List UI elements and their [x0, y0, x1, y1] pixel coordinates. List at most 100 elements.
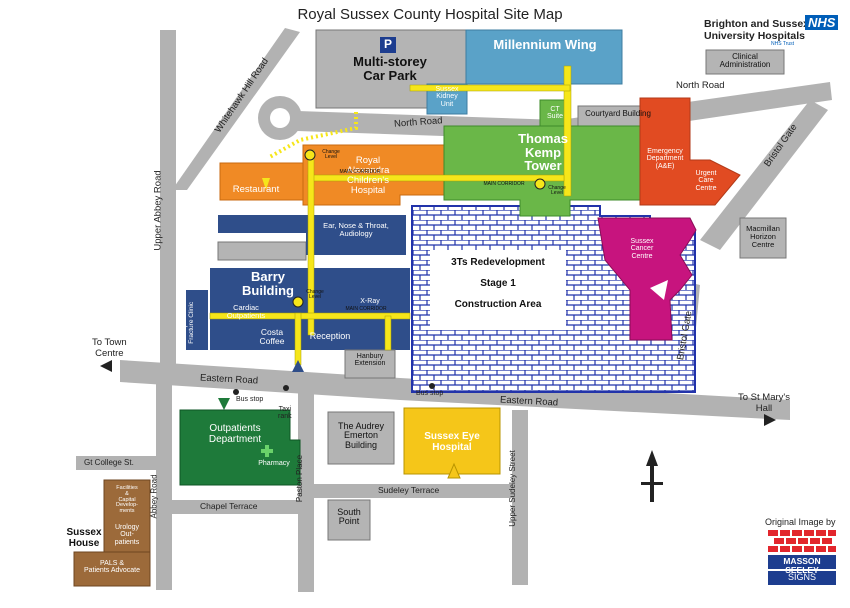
ent-label: Ear, Nose & Throat, Audiology	[323, 221, 389, 238]
parking-sign	[380, 37, 396, 53]
chapel-terrace	[172, 500, 298, 514]
south-point	[327, 499, 371, 541]
corridor-label-1: MAIN CORRIDOR	[339, 169, 381, 175]
costa-label: Costa Coffee	[259, 327, 285, 346]
hanbury-extension	[344, 349, 396, 379]
to-st-marys-label: To St Mary's Hall	[738, 392, 790, 414]
courtyard-label: Courtyard Building	[585, 109, 651, 118]
bristol-gate-road	[700, 100, 828, 250]
north-arrow-icon	[641, 450, 663, 502]
multi-storey-label: Multi-storey Car Park	[353, 54, 427, 83]
masson-seeley-text: MASSON SEELEY	[783, 556, 821, 575]
outpatients-label: Outpatients Department	[208, 423, 262, 445]
corridor-vertical-right	[563, 65, 572, 197]
corridor-label-3: MAIN CORRIDOR	[345, 306, 387, 312]
eye-label: Sussex Eye Hospital	[424, 431, 480, 453]
millennium-label: Millennium Wing	[493, 37, 597, 52]
outpatients-department	[179, 409, 301, 486]
restaurant-label: Restaurant	[232, 184, 280, 195]
nhs-logo: NHS	[805, 15, 839, 30]
emergency-label: Emergency Department (A&E)	[646, 148, 684, 170]
corridor-top	[409, 84, 571, 92]
signs-text: SIGNS	[787, 572, 816, 582]
eye-entrance-arrow	[447, 462, 461, 479]
upper-abbey-label: Upper Abbey Road	[152, 170, 164, 251]
restaurant-building	[219, 162, 304, 201]
change-level-label-1: Change Level	[322, 149, 340, 161]
clinical-admin-label: Clinical Administration	[719, 52, 771, 70]
taxi-rank-label: Taxi rank	[278, 406, 292, 420]
construction-label: 3Ts Redevelopment Stage 1 Construction A…	[451, 257, 545, 310]
corridor-vertical-left	[307, 149, 315, 336]
main-corridors	[209, 65, 572, 366]
sussex-house-label: Sussex House	[66, 527, 102, 549]
north-road-label-1: North Road	[676, 80, 725, 91]
cancer-entrance-arrow	[650, 280, 668, 300]
macmillan-label: Macmillan Horizon Centre	[746, 224, 780, 249]
paston-place	[298, 392, 314, 592]
reception-entrance-arrow	[292, 360, 304, 372]
macmillan-horizon-centre	[739, 217, 787, 259]
change-level-label-3: Change Level	[306, 289, 324, 301]
upper-sudeley-street	[512, 410, 528, 585]
ct-suite-label: CT Suite	[547, 106, 563, 121]
grey-block	[217, 241, 307, 261]
ortho-label: Orthopaedic & Fracture Clinic	[181, 301, 195, 344]
upper-abbey-road	[160, 30, 176, 370]
upper-sudeley-label: Upper Sudeley Street	[507, 450, 517, 527]
barry-label: Barry Building	[242, 269, 294, 298]
page-title: Royal Sussex County Hospital Site Map	[297, 6, 563, 23]
outpatients-entrance-arrow	[218, 398, 230, 410]
royal-alexandra-label: Royal Alexandra Children's Hospital	[346, 155, 390, 196]
urology-label: Urology Out- patients	[114, 524, 140, 546]
corridor-hanbury	[384, 315, 392, 351]
corridor-xray	[209, 312, 411, 320]
pharmacy-label: Pharmacy	[258, 460, 290, 467]
abbey-road	[156, 380, 172, 590]
north-road	[268, 82, 832, 140]
audrey-label: The Audrey Emerton Building	[337, 421, 385, 450]
xray-label: X-Ray	[360, 298, 380, 305]
kidney-label: Sussex Kidney Unit	[435, 86, 459, 108]
clinical-administration	[705, 49, 785, 75]
gt-college-label: Gt College St.	[84, 458, 134, 467]
pharmacy-icon	[261, 445, 273, 457]
pals-label: PALS & Patients Advocate	[83, 560, 141, 575]
pals-block	[73, 551, 151, 587]
change-level-label-2: Change Level	[548, 185, 566, 197]
sussex-cancer-centre	[597, 217, 697, 341]
ortho-clinic	[186, 290, 208, 350]
sudeley-terrace	[314, 484, 512, 498]
to-town-arrow	[100, 360, 112, 372]
nhs-trust-label: NHS Trust	[771, 41, 795, 47]
to-town-label: To Town Centre	[92, 337, 127, 359]
chapel-terrace-label: Chapel Terrace	[200, 501, 258, 511]
dotted-path	[267, 112, 358, 160]
change-level-icons	[292, 149, 546, 308]
cancer-label: Sussex Cancer Centre	[630, 238, 654, 260]
thomas-kemp-label: Thomas Kemp Tower	[518, 131, 568, 174]
urgent-care-label: Urgent Care Centre	[695, 170, 717, 192]
bus-stop-icon	[233, 389, 239, 395]
south-point-label: South Point	[337, 507, 361, 527]
trust-name: Brighton and Sussex University Hospitals	[704, 18, 810, 43]
emergency-department	[639, 97, 741, 206]
facilities-label: Facilities & Capital Develop- ments	[115, 485, 138, 515]
hanbury-label: Hanbury Extension	[354, 353, 386, 368]
gt-college-st	[76, 456, 158, 470]
bus-stop-icon-2	[429, 383, 435, 389]
bus-stop-label-2: Bus stop	[416, 390, 444, 397]
reception-label: Reception	[309, 331, 351, 341]
parking-letter: P	[383, 37, 392, 51]
paston-place-label: Paston Place	[295, 454, 305, 503]
to-st-marys-arrow	[764, 414, 776, 426]
restaurant-arrow	[262, 178, 270, 190]
navy-block-top	[218, 215, 306, 233]
ent-building	[306, 215, 406, 255]
taxi-rank-icon	[283, 385, 289, 391]
millennium-wing	[465, 29, 623, 85]
abbey-road-label: Abbey Road	[149, 474, 159, 519]
masson-seeley-logo	[768, 530, 836, 585]
